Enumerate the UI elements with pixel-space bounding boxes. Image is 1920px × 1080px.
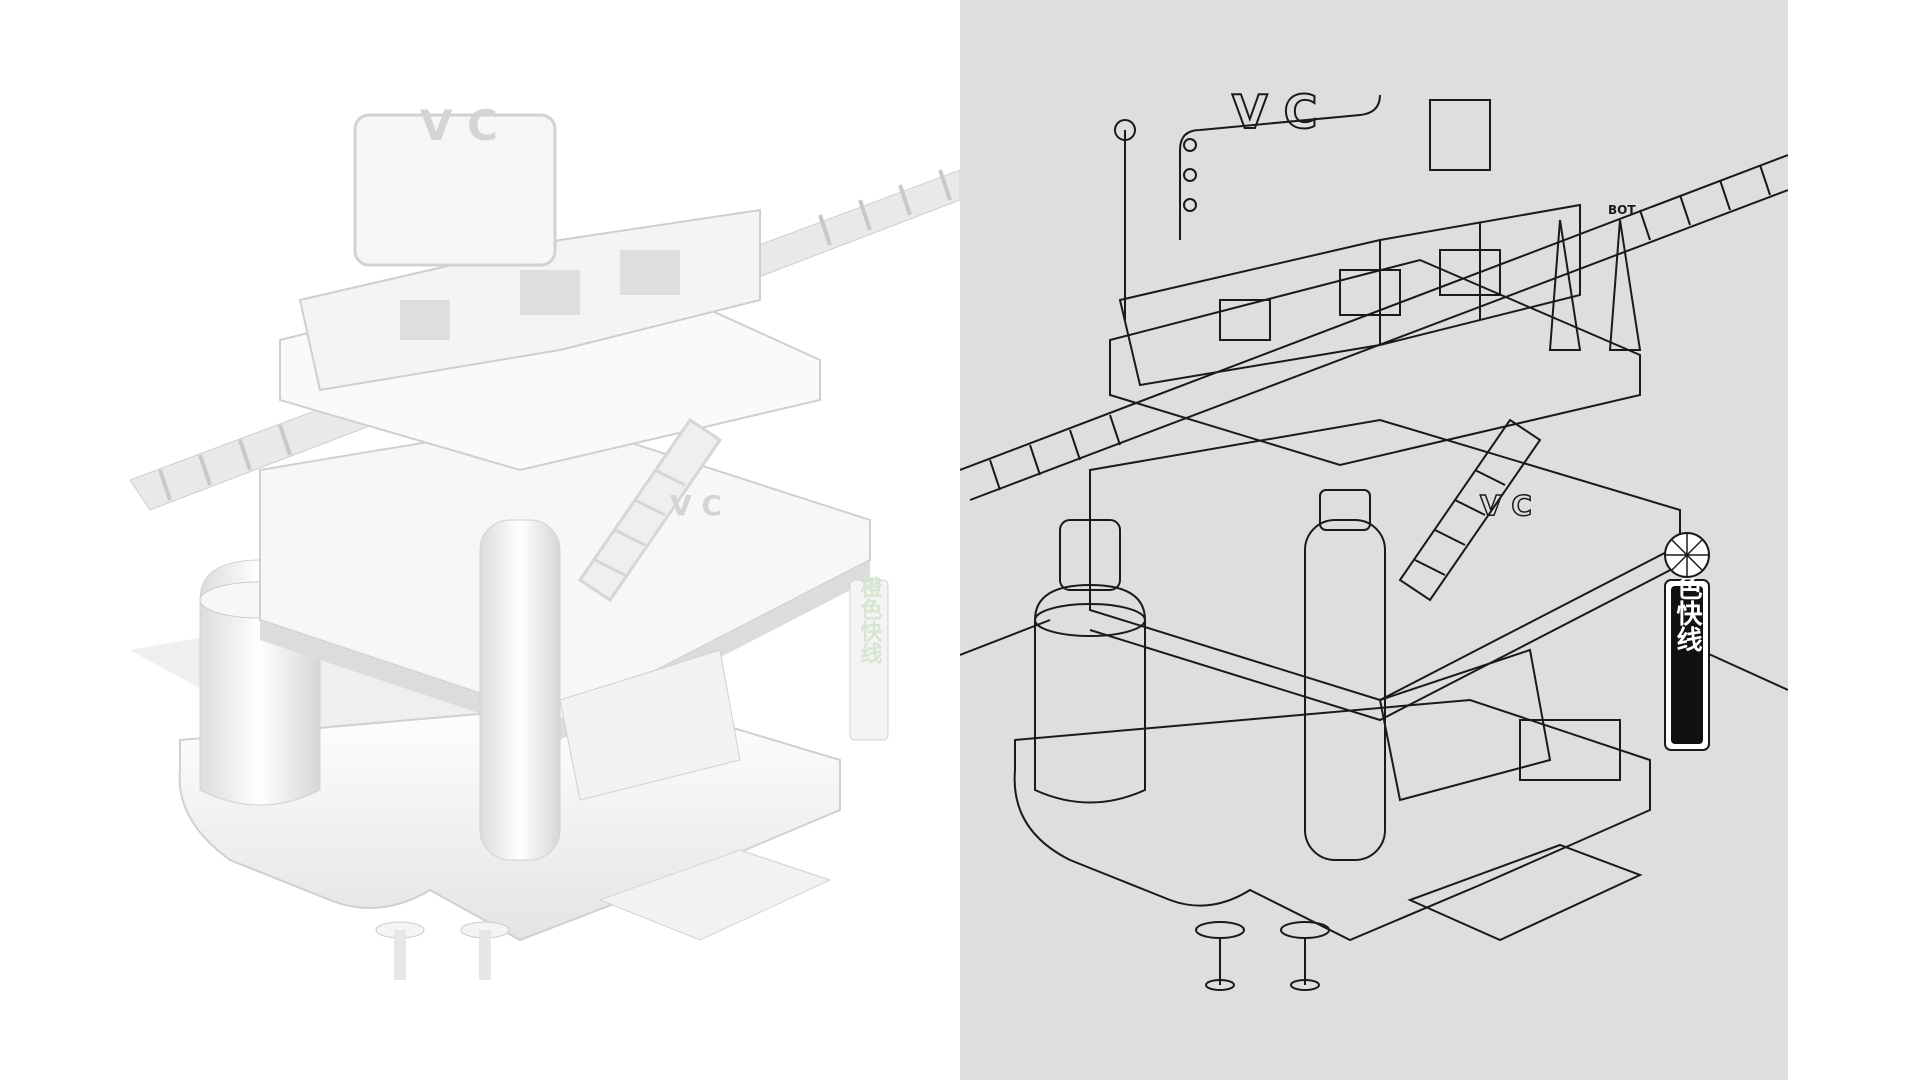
- clay-mid-logo: V C: [670, 489, 722, 522]
- train: [298, 208, 761, 392]
- lineart-illustration: V C V C BOT 橙色快线: [960, 84, 1788, 991]
- escalator: [577, 417, 723, 603]
- lineart-render-panel: V C V C BOT 橙色快线: [960, 0, 1788, 1080]
- lineart-rail-tag: BOT: [1608, 203, 1636, 217]
- lineart-base-platform: [1013, 698, 1651, 942]
- lineart-mid-logo: V C: [1480, 489, 1532, 522]
- lineart-billboard-frame: [1179, 94, 1381, 240]
- lineart-tank: [1034, 583, 1146, 804]
- clay-shop-sign: [849, 579, 889, 741]
- clay-top-logo: V C: [420, 101, 498, 150]
- lineart-awning: [1378, 648, 1552, 802]
- right-margin: [1788, 0, 1920, 1080]
- lineart-upper-floor: [1109, 258, 1641, 467]
- lineart-rail-track: [960, 154, 1788, 501]
- column: [479, 519, 561, 861]
- billboard: [353, 113, 557, 267]
- lineart-train: [1118, 203, 1581, 387]
- clay-render-panel: V C 橙色快线 V C: [129, 101, 960, 980]
- awning: [559, 649, 741, 801]
- lineart-column: [1304, 519, 1386, 861]
- lineart-escalator: [1398, 418, 1542, 602]
- lineart-top-logo: V C: [1232, 85, 1317, 139]
- clay-shop-sign-text: 橙色快线: [857, 576, 883, 665]
- clay-render-illustration: V C 橙色快线 V C: [129, 101, 960, 980]
